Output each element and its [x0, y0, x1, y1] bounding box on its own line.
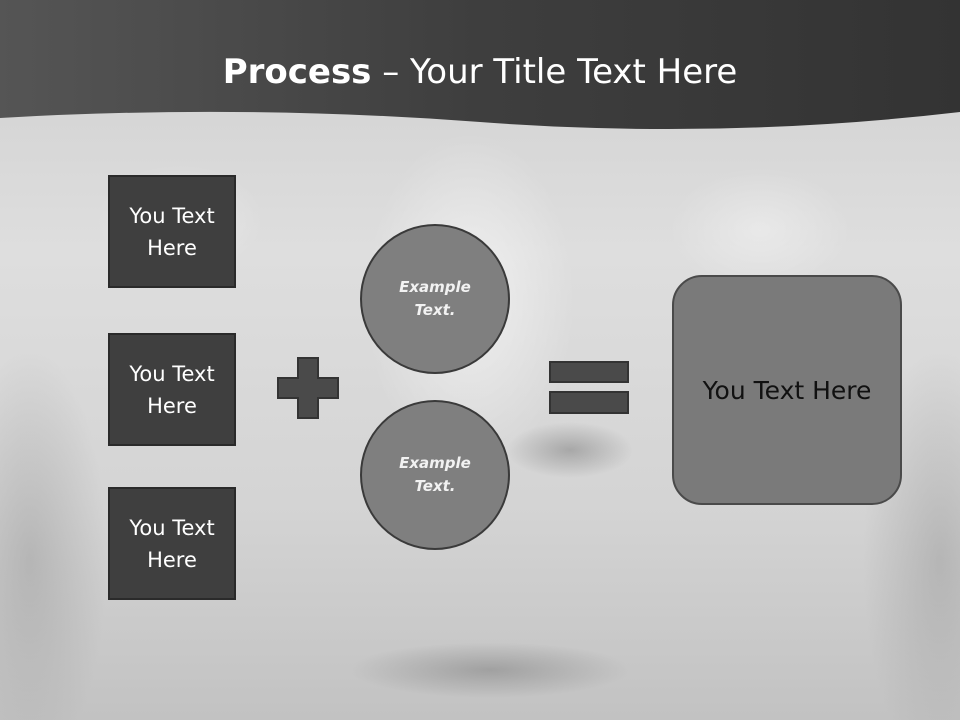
- example-circle-2[interactable]: Example Text.: [360, 400, 510, 550]
- example-circle-1-label: Example Text.: [399, 278, 471, 319]
- title-banner: Process – Your Title Text Here: [0, 0, 960, 140]
- result-box-label: You Text Here: [702, 375, 872, 405]
- title-banner-shape: [0, 0, 960, 130]
- example-circle-2-label: Example Text.: [399, 454, 471, 495]
- input-box-1[interactable]: You Text Here: [108, 175, 236, 288]
- input-box-3[interactable]: You Text Here: [108, 487, 236, 600]
- plus-icon: [277, 357, 339, 419]
- equals-icon: [549, 361, 629, 414]
- input-box-2-label: You Text Here: [129, 361, 215, 418]
- input-box-2[interactable]: You Text Here: [108, 333, 236, 446]
- example-circle-1[interactable]: Example Text.: [360, 224, 510, 374]
- input-box-3-label: You Text Here: [129, 515, 215, 572]
- slide-title: Process – Your Title Text Here: [0, 52, 960, 92]
- title-bold: Process: [222, 52, 372, 92]
- input-box-1-label: You Text Here: [129, 203, 215, 260]
- title-rest: – Your Title Text Here: [371, 52, 738, 92]
- result-box[interactable]: You Text Here: [672, 275, 902, 505]
